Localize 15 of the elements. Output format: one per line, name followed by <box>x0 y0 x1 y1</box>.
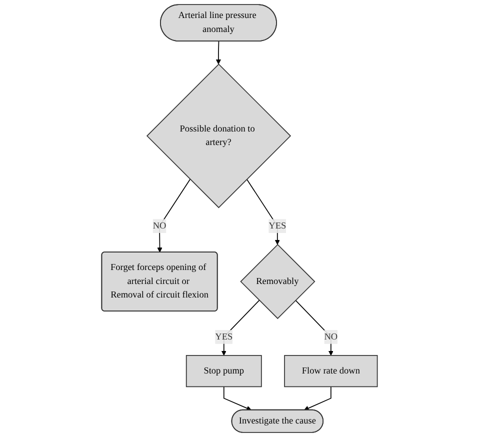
edge-label: YES <box>215 332 233 342</box>
arrow <box>221 300 260 356</box>
node-box: Stop pump <box>186 355 262 388</box>
arrow <box>157 178 191 253</box>
node-diamond: Removably <box>240 244 316 320</box>
edge-label: NO <box>152 220 166 231</box>
arrow <box>304 386 332 411</box>
edge-label: NO <box>324 332 338 342</box>
arrow <box>295 300 334 356</box>
node-diamond: Possible donation to artery? <box>146 64 292 208</box>
node-box: Flow rate down <box>284 355 378 388</box>
arrow <box>246 178 280 245</box>
edge-label: YES <box>268 220 286 231</box>
arrow <box>223 386 252 411</box>
arrow <box>216 40 221 64</box>
